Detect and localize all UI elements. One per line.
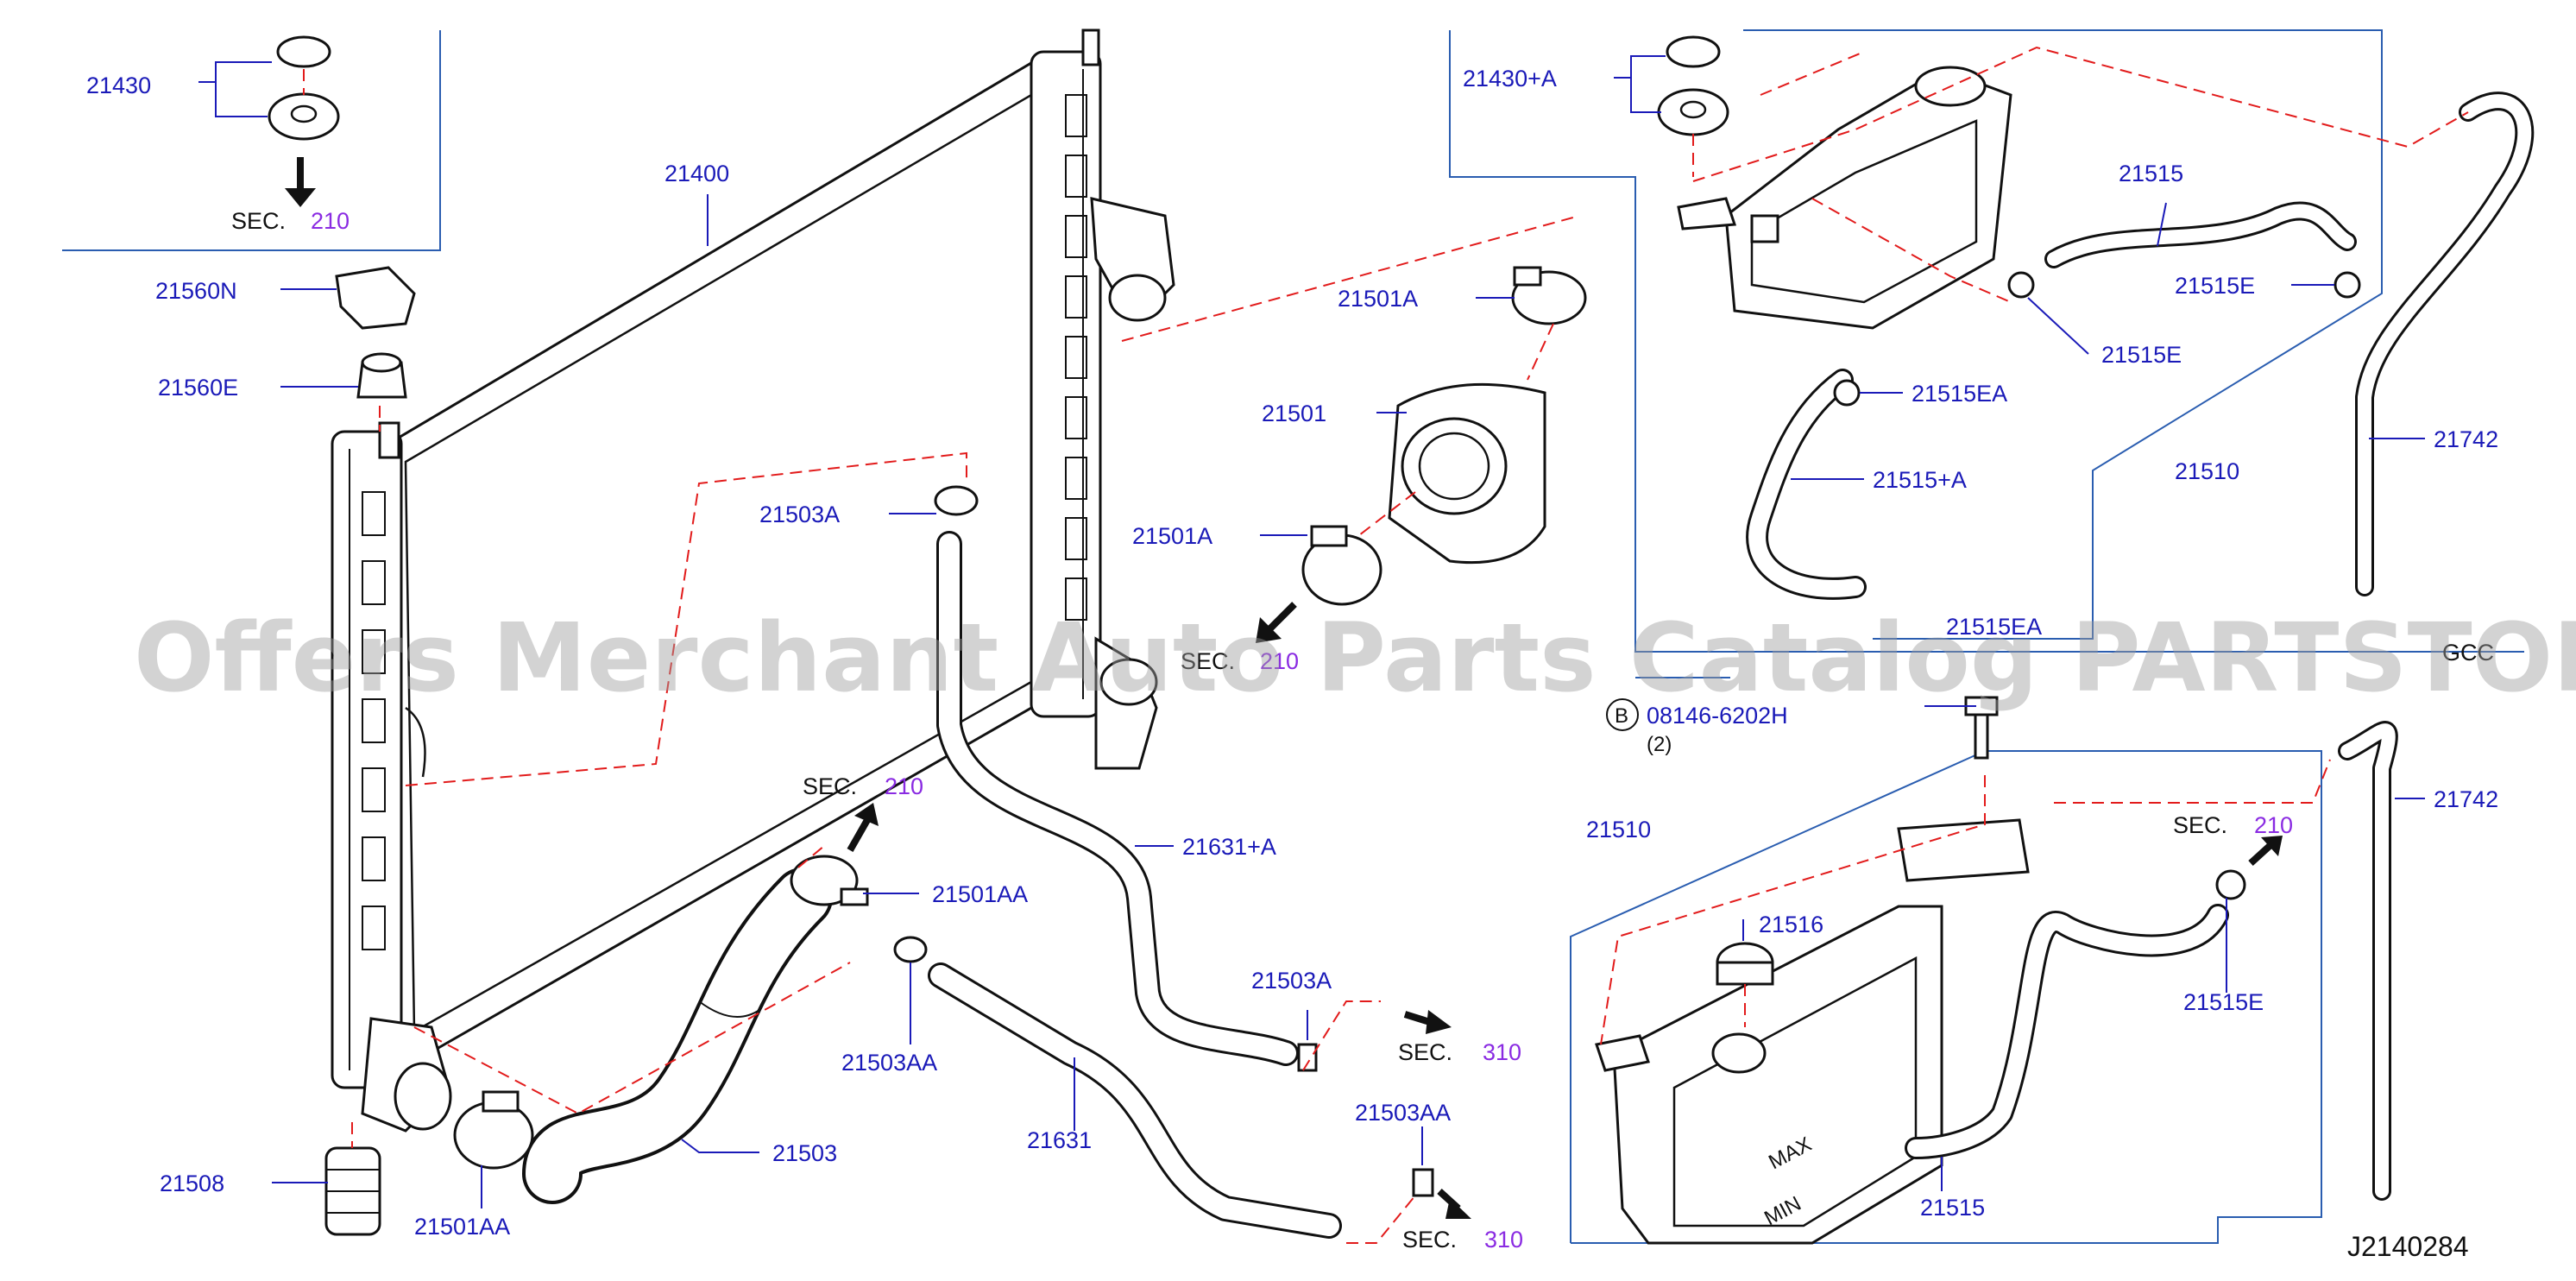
label-21515ea-top: 21515EA bbox=[1912, 381, 2007, 407]
watermark: Offers Merchant Auto Parts Catalog PARTS… bbox=[134, 603, 2576, 713]
frame-lines bbox=[62, 29, 2524, 1244]
label-21515a: 21515+A bbox=[1873, 467, 1967, 493]
drawing-code: J2140284 bbox=[2347, 1231, 2469, 1262]
label-21501a-top: 21501A bbox=[1338, 286, 1418, 312]
grommet-21508 bbox=[324, 1122, 381, 1236]
arrow-sec310-bottom bbox=[1437, 1189, 1471, 1219]
section-references: SEC. 210 SEC. 210 SEC. 210 SEC. 310 SEC.… bbox=[231, 208, 2293, 1253]
label-21515e-bottom: 21515E bbox=[2183, 989, 2264, 1015]
sec-number-right: 210 bbox=[2254, 812, 2293, 838]
hose-21742-bottom bbox=[2338, 721, 2398, 1201]
sec-label-310-top: SEC. bbox=[1398, 1039, 1452, 1065]
label-21501a-mid: 21501A bbox=[1132, 523, 1212, 549]
leader-lines bbox=[198, 55, 2425, 1208]
hose-clamp-21501AA-mid bbox=[790, 855, 869, 906]
bolt-quantity: (2) bbox=[1647, 733, 1672, 756]
bolt-callout: B 08146-6202H (2) bbox=[1606, 698, 1788, 756]
part-labels: 21430 21560N 21560E 21400 21503A 21508 2… bbox=[86, 66, 2498, 1240]
clamp-21515EA-top bbox=[1833, 379, 1861, 407]
label-21515e-mid: 21515E bbox=[2101, 342, 2182, 368]
label-21742-top: 21742 bbox=[2434, 426, 2498, 452]
upper-hose-21501 bbox=[1388, 382, 1546, 565]
sec-number-mid: 210 bbox=[885, 773, 923, 799]
label-21515ea-bottom: 21515EA bbox=[1946, 614, 2042, 640]
bolt-08146-6202H bbox=[1964, 696, 1999, 760]
label-21501aa-bottom: 21501AA bbox=[414, 1214, 510, 1240]
sec-number-top: 210 bbox=[311, 208, 350, 234]
hose-clamp-21503A-bottom bbox=[1297, 1043, 1318, 1072]
label-21515e-top: 21515E bbox=[2175, 273, 2255, 299]
label-21510-bottom: 21510 bbox=[1586, 817, 1651, 842]
label-21501: 21501 bbox=[1262, 401, 1326, 426]
label-21560e: 21560E bbox=[158, 375, 238, 401]
hose-21515-top bbox=[2044, 201, 2357, 268]
bolt-marker: B bbox=[1615, 704, 1628, 728]
radiator-cap-21430 bbox=[268, 35, 340, 141]
variant-note: GCC bbox=[2442, 640, 2494, 666]
label-21503a-bottom: 21503A bbox=[1251, 968, 1332, 994]
sec-number-left: 210 bbox=[1260, 648, 1299, 674]
radiator bbox=[331, 28, 1175, 1133]
sec-label-right: SEC. bbox=[2173, 812, 2227, 838]
clamp-21515E-top bbox=[2007, 271, 2361, 299]
label-21515-top: 21515 bbox=[2119, 161, 2183, 186]
arrow-sec210-left bbox=[1256, 602, 1297, 643]
reservoir-tank-top bbox=[1677, 66, 2012, 330]
hose-21742-top bbox=[2355, 92, 2535, 596]
clamp-21515E-bottom bbox=[2215, 869, 2246, 900]
label-21503aa-mid: 21503AA bbox=[841, 1050, 937, 1076]
sec-label-top: SEC. bbox=[231, 208, 286, 234]
sec-label-mid: SEC. bbox=[803, 773, 857, 799]
reservoir-cap-21430A bbox=[1657, 35, 1729, 136]
plug-seal-21560E bbox=[356, 352, 407, 432]
hose-21631A bbox=[936, 531, 1299, 1066]
label-21631a: 21631+A bbox=[1182, 834, 1276, 860]
sec-number-310-top: 310 bbox=[1483, 1039, 1521, 1065]
reservoir-tank-bottom bbox=[1595, 818, 2030, 1245]
label-21510-top: 21510 bbox=[2175, 458, 2239, 484]
hose-21631 bbox=[928, 962, 1342, 1239]
label-21503: 21503 bbox=[772, 1140, 837, 1166]
drain-plug-21560N bbox=[335, 266, 416, 330]
sec-label-310-bottom: SEC. bbox=[1402, 1227, 1457, 1253]
label-21503a-top: 21503A bbox=[759, 502, 840, 527]
hose-clamp-21501A-top bbox=[1511, 266, 1587, 325]
hose-21515A bbox=[1746, 369, 1867, 600]
arrow-down-sec210-top bbox=[285, 157, 316, 207]
arrow-sec210-right bbox=[2248, 836, 2283, 866]
label-21560n: 21560N bbox=[155, 278, 237, 304]
label-21503aa-bottom: 21503AA bbox=[1355, 1100, 1451, 1126]
arrow-sec210-mid bbox=[847, 803, 879, 852]
lower-hose-21503 bbox=[522, 868, 833, 1204]
hose-clamp-21501AA-bottom bbox=[453, 1090, 534, 1170]
hose-clamp-21503AA-bottom bbox=[1412, 1168, 1434, 1197]
hose-clamp-21503AA-mid bbox=[893, 936, 928, 963]
label-21742-bottom: 21742 bbox=[2434, 786, 2498, 812]
label-21430: 21430 bbox=[86, 73, 151, 98]
label-21516: 21516 bbox=[1759, 912, 1823, 937]
sec-label-left: SEC. bbox=[1181, 648, 1235, 674]
label-21501aa-mid: 21501AA bbox=[932, 881, 1028, 907]
arrow-sec310-top bbox=[1403, 1010, 1452, 1034]
section-arrows bbox=[285, 157, 2283, 1219]
bolt-part-number: 08146-6202H bbox=[1647, 703, 1788, 729]
sec-number-310-bottom: 310 bbox=[1484, 1227, 1523, 1253]
hose-clamp-21503A-top bbox=[934, 485, 979, 516]
hose-clamp-21501A-mid bbox=[1301, 525, 1382, 606]
label-21430a: 21430+A bbox=[1463, 66, 1557, 92]
reservoir-cap-21516 bbox=[1716, 942, 1774, 986]
assembly-lines bbox=[405, 46, 2469, 1244]
label-21515-bottom: 21515 bbox=[1920, 1195, 1985, 1221]
label-21400: 21400 bbox=[664, 161, 729, 186]
label-21631: 21631 bbox=[1027, 1127, 1092, 1153]
hose-21515-bottom bbox=[1905, 904, 2229, 1159]
label-21508: 21508 bbox=[160, 1171, 224, 1196]
